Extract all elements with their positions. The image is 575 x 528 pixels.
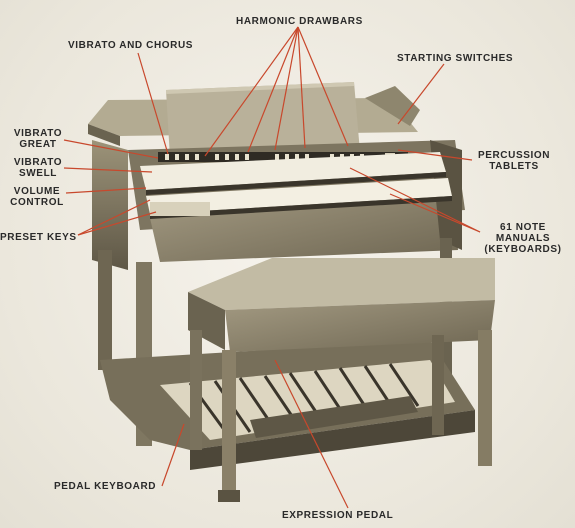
bench <box>188 258 495 502</box>
label-vibrato-swell: VIBRATO SWELL <box>12 157 64 179</box>
leader-vibrato-great <box>63 139 159 159</box>
label-vibrato-great-line1: VIBRATO <box>13 128 63 139</box>
label-percussion-line1: PERCUSSION <box>477 150 551 161</box>
label-starting-switches: STARTING SWITCHES <box>397 53 514 64</box>
leader-starting-switches <box>397 63 445 125</box>
label-manuals-line3: (KEYBOARDS) <box>484 244 562 255</box>
leader-preset-1 <box>77 199 151 236</box>
leader-preset-2 <box>77 211 157 236</box>
leader-percussion <box>397 149 473 161</box>
label-pedal-keyboard: PEDAL KEYBOARD <box>54 481 157 492</box>
leader-pedal-keyboard <box>161 423 185 487</box>
leader-lines <box>63 26 481 509</box>
leader-drawbar-1 <box>204 26 299 157</box>
label-vibrato-swell-line1: VIBRATO <box>13 157 63 168</box>
label-percussion-line2: TABLETS <box>489 161 539 172</box>
leader-drawbar-4 <box>297 26 306 149</box>
label-volume-control-line1: VOLUME <box>13 186 61 197</box>
label-harmonic-drawbars: HARMONIC DRAWBARS <box>236 16 363 27</box>
label-vibrato-swell-line2: SWELL <box>19 168 57 179</box>
leader-expression-pedal <box>274 359 349 509</box>
label-percussion-tablets: PERCUSSION TABLETS <box>474 150 554 172</box>
expression-pedal-shoe <box>250 396 418 438</box>
label-vibrato-chorus: VIBRATO AND CHORUS <box>68 40 194 51</box>
label-vibrato-great-line2: GREAT <box>19 139 57 150</box>
leader-manual-lower <box>389 193 481 233</box>
label-expression-pedal: EXPRESSION PEDAL <box>282 510 394 521</box>
music-rack <box>166 82 360 158</box>
label-vibrato-great: VIBRATO GREAT <box>12 128 64 150</box>
label-61-note-manuals: 61 NOTE MANUALS (KEYBOARDS) <box>478 222 568 255</box>
leader-drawbar-3 <box>274 26 299 151</box>
label-volume-control: VOLUME CONTROL <box>8 186 66 208</box>
leader-vibrato-chorus <box>137 52 169 155</box>
label-manuals-line1: 61 NOTE <box>500 222 546 233</box>
leader-drawbar-5 <box>297 26 349 147</box>
label-volume-control-line2: CONTROL <box>10 197 64 208</box>
leader-drawbar-2 <box>247 26 299 153</box>
leader-manual-upper <box>349 167 481 233</box>
leader-vibrato-swell <box>63 167 153 173</box>
preset-keys-strip <box>150 202 210 216</box>
label-preset-keys: PRESET KEYS <box>0 232 77 243</box>
leader-volume-control <box>65 187 147 194</box>
label-manuals-line2: MANUALS <box>495 233 551 244</box>
lower-manual <box>146 178 452 219</box>
